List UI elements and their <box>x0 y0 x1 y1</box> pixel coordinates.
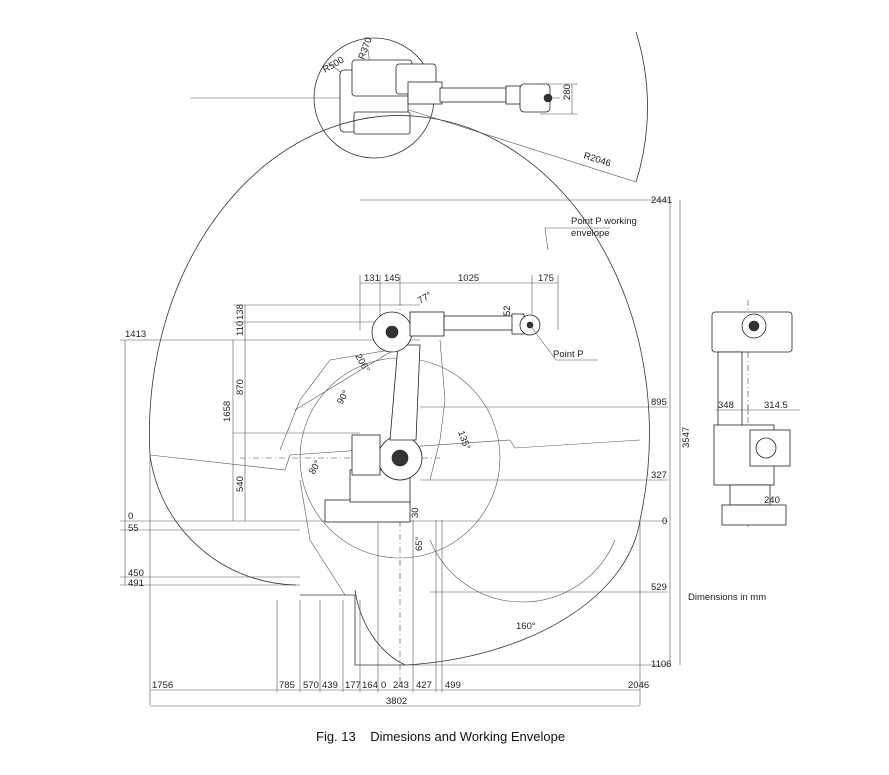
side-motor <box>351 434 381 476</box>
angle-135: 135° <box>455 429 472 451</box>
inner-envelope-left <box>279 349 391 451</box>
dim-1658: 1658 <box>222 401 233 422</box>
front-dim-240: 240 <box>764 495 780 506</box>
arc-80 <box>299 479 346 596</box>
front-dim-314-5: 314.5 <box>764 400 788 411</box>
side-j3-axis <box>385 325 399 339</box>
envelope-leader-2 <box>544 227 549 251</box>
top-view: 280 R500 R370 R2046 <box>190 31 648 183</box>
front-motor-disc <box>755 437 777 459</box>
front-view: 348 314.5 240 <box>711 300 800 530</box>
dim-243: 243 <box>393 680 409 691</box>
dim-1025: 1025 <box>458 273 479 284</box>
working-envelope-lower-right <box>404 519 641 666</box>
dim-3547: 3547 <box>681 427 692 448</box>
side-j2-axis <box>391 449 409 467</box>
figure-caption: Fig. 13 Dimesions and Working Envelope <box>316 729 565 744</box>
front-flange-center <box>748 320 760 332</box>
top-view-turret <box>353 111 411 135</box>
top-view-arm-root <box>407 81 443 105</box>
level-label-895: 895 <box>651 397 667 408</box>
point-p-leader <box>529 324 557 361</box>
dim-52: 52 <box>502 305 513 316</box>
side-forearm-root <box>409 311 445 337</box>
dim-3802: 3802 <box>386 696 407 707</box>
level-label-450: 450 <box>128 568 144 579</box>
side-lower-arm <box>389 344 421 441</box>
envelope-label-line2: envelope <box>571 228 610 239</box>
dim-540: 540 <box>235 476 246 492</box>
dim-1756: 1756 <box>152 680 173 691</box>
angle-77: 77° <box>416 290 434 307</box>
inner-envelope-right <box>429 339 446 481</box>
top-view-flange-bolt <box>543 93 553 103</box>
level-label-491: 491 <box>128 578 144 589</box>
working-envelope-inner <box>354 589 406 666</box>
dim-30: 30 <box>410 507 421 518</box>
side-base-plate <box>324 499 411 523</box>
top-view-r2046-arc <box>635 31 648 183</box>
dim-131: 131 <box>364 273 380 284</box>
working-envelope-base-cut <box>300 594 405 666</box>
level-label-529: 529 <box>651 582 667 593</box>
angle-65: 65° <box>414 536 425 551</box>
front-dim-348: 348 <box>718 400 734 411</box>
dim-439: 439 <box>322 680 338 691</box>
front-base <box>721 504 787 526</box>
level-label-0-left: 0 <box>128 511 133 522</box>
angle-160: 160° <box>516 621 536 632</box>
dim-138: 138 <box>235 304 246 320</box>
side-view: 131 145 1025 175 52 110 138 870 1658 540… <box>120 115 692 707</box>
dim-145: 145 <box>384 273 400 284</box>
envelope-label-line1: Point P working <box>571 216 637 227</box>
dim-427: 427 <box>416 680 432 691</box>
arc-160 <box>429 539 616 603</box>
dim-785: 785 <box>279 680 295 691</box>
level-label-0-right: 0 <box>662 516 667 527</box>
angle-206: 206° <box>352 352 371 375</box>
dim-164: 164 <box>362 680 378 691</box>
working-envelope-outer <box>149 115 650 521</box>
units-note: Dimensions in mm <box>688 592 766 603</box>
side-forearm <box>443 315 515 331</box>
dim-570: 570 <box>303 680 319 691</box>
top-view-r2046-leader <box>389 103 637 183</box>
level-label-1106: 1106 <box>651 659 671 670</box>
dim-2046: 2046 <box>628 680 649 691</box>
point-p-label: Point P <box>553 349 584 360</box>
dim-175: 175 <box>538 273 554 284</box>
dim-0-bottom: 0 <box>381 680 386 691</box>
dim-280-label: 280 <box>562 84 573 100</box>
dim-177: 177 <box>345 680 361 691</box>
level-label-1413: 1413 <box>125 329 146 340</box>
dim-110: 110 <box>235 321 246 336</box>
level-label-55: 55 <box>128 523 139 534</box>
level-label-2441: 2441 <box>651 195 672 206</box>
front-arm <box>717 351 743 433</box>
dim-870: 870 <box>235 379 246 395</box>
working-envelope-lower-left <box>149 454 297 586</box>
dim-499: 499 <box>445 680 461 691</box>
angle-90: 90° <box>335 388 352 406</box>
angle-80: 80° <box>307 458 324 476</box>
level-label-327: 327 <box>651 470 667 481</box>
top-view-forearm <box>439 87 507 103</box>
